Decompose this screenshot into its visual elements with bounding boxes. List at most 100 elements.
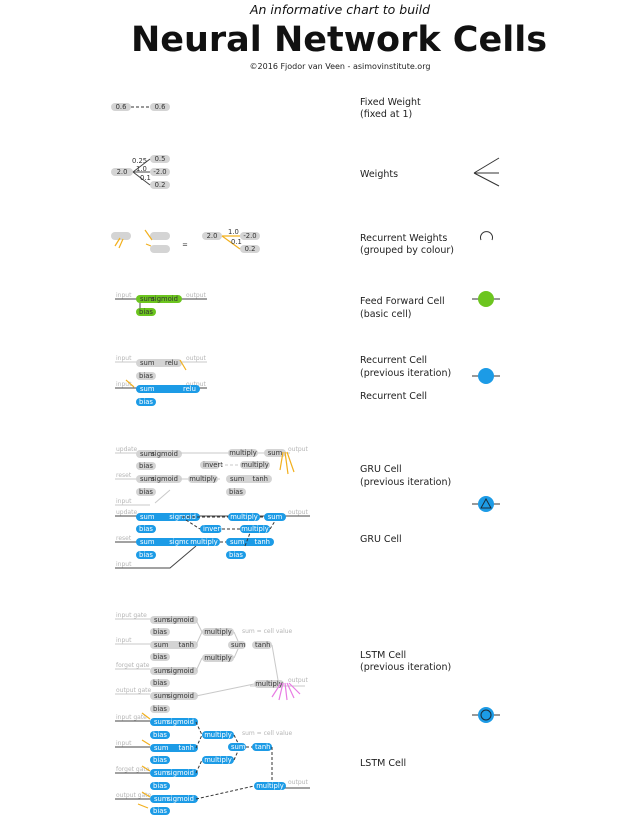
label-feed-forward-sub: (basic cell) — [360, 309, 411, 320]
rc-prev-cell-sum: sum — [140, 359, 155, 367]
lstm-ig-cell-sum: sum — [154, 718, 169, 726]
lstm-cell-value-label: sum = cell value — [242, 730, 293, 737]
lstm-prev-og-bias: bias — [153, 705, 167, 713]
lstm-prev-cell-value-label: sum = cell value — [242, 628, 293, 635]
label-gru: GRU Cell — [360, 534, 402, 545]
lstm-prev-in-cell-sum: sum — [154, 641, 169, 649]
label-recurrent-prev: Recurrent Cell (previous iteration) — [360, 355, 451, 379]
lstm-in-cell-sum: sum — [154, 744, 169, 752]
lstm-tanh: tanh — [255, 743, 270, 751]
lstm-prev-input-gate-label: input gate — [116, 612, 147, 619]
chart-subtitle: An informative chart to build — [249, 2, 430, 17]
label-recurrent-prev-title: Recurrent Cell — [360, 355, 427, 366]
gru-prev-update-cell-act: sigmoid — [151, 450, 178, 458]
weight-edge-3: 0.1 — [140, 174, 151, 182]
ff-output-label: output — [186, 292, 206, 299]
lstm-prev-fg-bias: bias — [153, 679, 167, 687]
gru-invert: invert — [203, 525, 223, 533]
recurrent-target-1: -2.0 — [243, 232, 256, 240]
lstm-prev-forget-gate-label: forget gate — [116, 662, 150, 669]
recurrent-weights-diagram: =2.0-2.00.21.00.1 — [111, 228, 260, 253]
label-fixed-weight: Fixed Weight (fixed at 1) — [360, 97, 421, 120]
lstm-multiply-1: multiply — [204, 731, 232, 739]
ff-input-label: input — [116, 292, 132, 299]
gru-prev-multiply-3: multiply — [189, 475, 217, 483]
lstm-fg-cell-act: sigmoid — [167, 769, 194, 777]
lstm-prev-og-cell-sum: sum — [154, 692, 169, 700]
ff-bias: bias — [139, 308, 153, 316]
lstm-in-cell-act: tanh — [179, 744, 194, 752]
weights-target-1: 0.5 — [155, 155, 166, 163]
lstm-output-gate-label: output gate — [116, 792, 152, 799]
gru-sum: sum — [268, 513, 283, 521]
gru-update-cell-sum: sum — [140, 513, 155, 521]
label-gru-prev: GRU Cell (previous iteration) — [360, 464, 451, 488]
lstm-input-gate-label: input gate — [116, 714, 147, 721]
equals-sign: = — [182, 241, 188, 249]
gru-prev-sum: sum — [268, 449, 283, 457]
label-gru-prev-sub: (previous iteration) — [360, 477, 451, 488]
lstm-output-label: output — [288, 779, 308, 786]
gru-prev-invert: invert — [203, 461, 223, 469]
lstm-og-bias: bias — [153, 807, 167, 815]
lstm-node-icon — [472, 707, 500, 723]
lstm-prev-multiply-2: multiply — [204, 654, 232, 662]
label-feed-forward: Feed Forward Cell (basic cell) — [360, 296, 445, 320]
lstm-prev-ig-cell-sum: sum — [154, 616, 169, 624]
label-fixed-weight-sub: (fixed at 1) — [360, 109, 412, 120]
gru-prev-multiply-2: multiply — [241, 461, 269, 469]
fan-out-icon — [473, 157, 500, 187]
lstm-prev-multiply-3: multiply — [255, 680, 283, 688]
chart-credit: ©2016 Fjodor van Veen - asimovinstitute.… — [250, 62, 431, 71]
gru-prev-update-bias: bias — [139, 462, 153, 470]
blue-node-icon — [472, 368, 500, 384]
lstm-multiply-3: multiply — [256, 782, 284, 790]
gru-tanh-bias: bias — [229, 551, 243, 559]
label-recurrent-weights-title: Recurrent Weights — [360, 233, 447, 244]
recurrent-target-2: 0.2 — [245, 245, 256, 253]
lstm-og-cell-sum: sum — [154, 795, 169, 803]
gru-prev-output-label: output — [288, 446, 308, 453]
gru-update-bias: bias — [139, 525, 153, 533]
gru-tanh-cell-act: tanh — [255, 538, 270, 546]
label-recurrent-weights-sub: (grouped by colour) — [360, 245, 454, 256]
gru-prev-input-label: input — [116, 498, 132, 505]
gru-multiply-3: multiply — [190, 538, 218, 546]
lstm-prev-og-cell-act: sigmoid — [167, 692, 194, 700]
lstm-prev-in-cell-act: tanh — [179, 641, 194, 649]
lstm-prev-ig-cell-act: sigmoid — [167, 616, 194, 624]
lstm-input-label: input — [116, 740, 132, 747]
lstm-og-cell-act: sigmoid — [167, 795, 194, 803]
label-lstm-prev-sub: (previous iteration) — [360, 662, 451, 673]
gru-prev-tanh-cell-sum: sum — [230, 475, 245, 483]
weights-source: 2.0 — [117, 168, 128, 176]
rc-prev-bias: bias — [139, 372, 153, 380]
weight-edge-2: 1.0 — [136, 165, 147, 173]
chart-title: Neural Network Cells — [131, 20, 547, 60]
label-fixed-weight-title: Fixed Weight — [360, 97, 421, 108]
lstm-ig-bias: bias — [153, 731, 167, 739]
lstm-prev-output-gate-label: output gate — [116, 687, 152, 694]
lstm-prev-multiply-1: multiply — [204, 628, 232, 636]
rc-prev-input-label: input — [116, 355, 132, 362]
rc-cell-act: relu — [183, 385, 196, 393]
gru-reset-label: reset — [116, 535, 132, 542]
label-weights: Weights — [360, 169, 398, 180]
recurrent-edge-1: 1.0 — [228, 228, 239, 236]
label-recurrent-title: Recurrent Cell — [360, 391, 427, 402]
recurrent-edge-2: 0.1 — [231, 238, 242, 246]
gru-input-label: input — [116, 561, 132, 568]
gru-reset-cell-sum: sum — [140, 538, 155, 546]
lstm-prev-in-bias: bias — [153, 653, 167, 661]
lstm-prev-ig-bias: bias — [153, 628, 167, 636]
gru-prev-update-cell-sum: sum — [140, 450, 155, 458]
lstm-prev-sum: sum — [231, 641, 246, 649]
lstm-prev-fg-cell-act: sigmoid — [167, 667, 194, 675]
lstm-fg-bias: bias — [153, 782, 167, 790]
ff-cell-sum: sum — [140, 295, 155, 303]
